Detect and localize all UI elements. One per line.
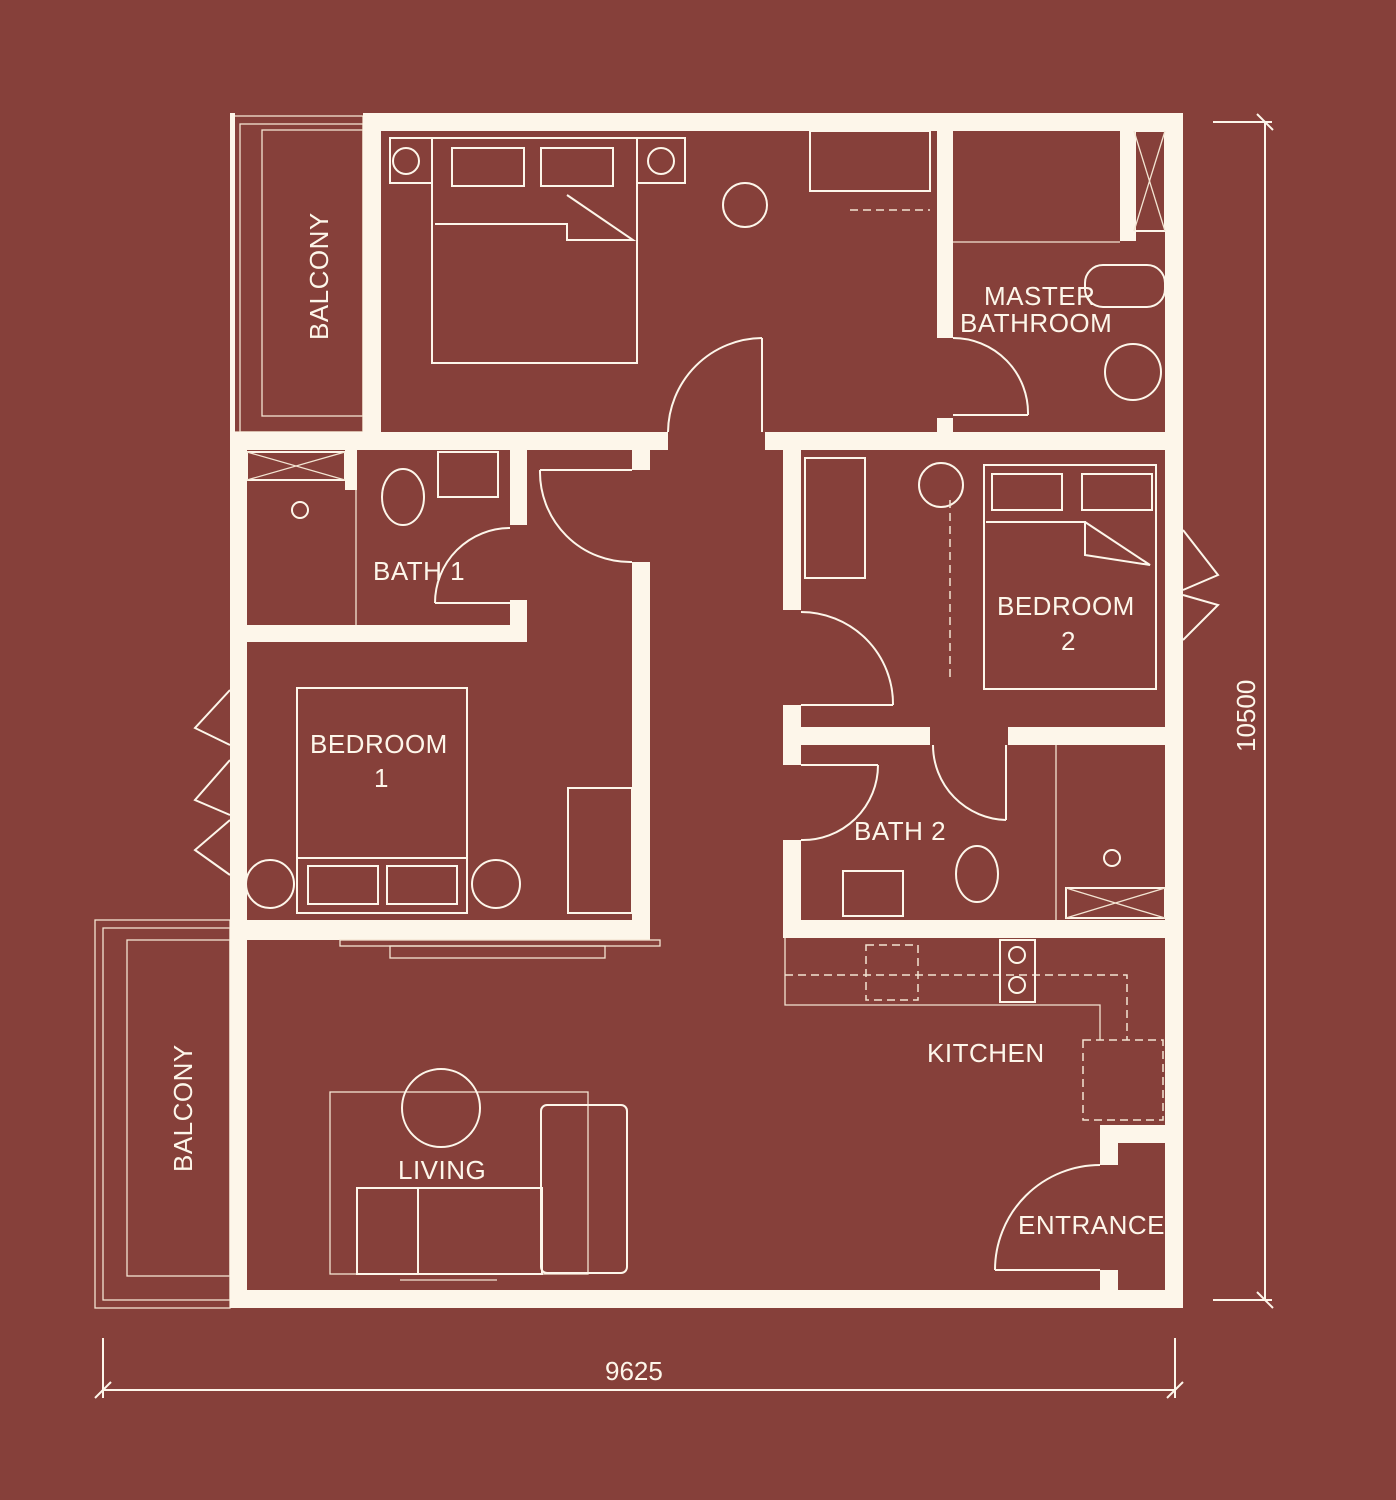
- label-master-bathroom-line1: MASTER: [984, 281, 1095, 311]
- master-wardrobe: [722, 130, 931, 228]
- dimension-height-label: 10500: [1231, 680, 1261, 752]
- dimension-width: 9625: [94, 1338, 1184, 1399]
- label-living: LIVING: [398, 1155, 486, 1185]
- label-bedroom2-line2: 2: [1061, 626, 1076, 656]
- label-master-bathroom-line2: BATHROOM: [960, 308, 1112, 338]
- label-bedroom2-line1: BEDROOM: [997, 591, 1135, 621]
- dimension-width-label: 9625: [605, 1356, 663, 1386]
- label-bath1: BATH 1: [373, 556, 465, 586]
- label-bedroom1-line2: 1: [374, 763, 389, 793]
- label-bedroom1-line1: BEDROOM: [310, 729, 448, 759]
- label-bath2: BATH 2: [854, 816, 946, 846]
- kitchen-counter: [784, 938, 1164, 1121]
- master-bath-fixtures: [953, 130, 1166, 401]
- label-balcony-bottom: BALCONY: [168, 1044, 198, 1172]
- living-furniture: [329, 939, 661, 1281]
- dimension-height: 10500: [1213, 113, 1274, 1309]
- label-kitchen: KITCHEN: [927, 1038, 1045, 1068]
- label-balcony-top: BALCONY: [304, 212, 334, 340]
- walls: [230, 113, 1183, 1308]
- door-swings: [193, 337, 1220, 1271]
- bedroom2-bed: [804, 457, 1157, 690]
- bedroom1-bed: [245, 687, 633, 914]
- bath2-fixtures: [842, 745, 1166, 920]
- bath1-fixtures: [246, 451, 499, 625]
- master-bed: [389, 137, 686, 364]
- label-entrance: ENTRANCE: [1018, 1210, 1165, 1240]
